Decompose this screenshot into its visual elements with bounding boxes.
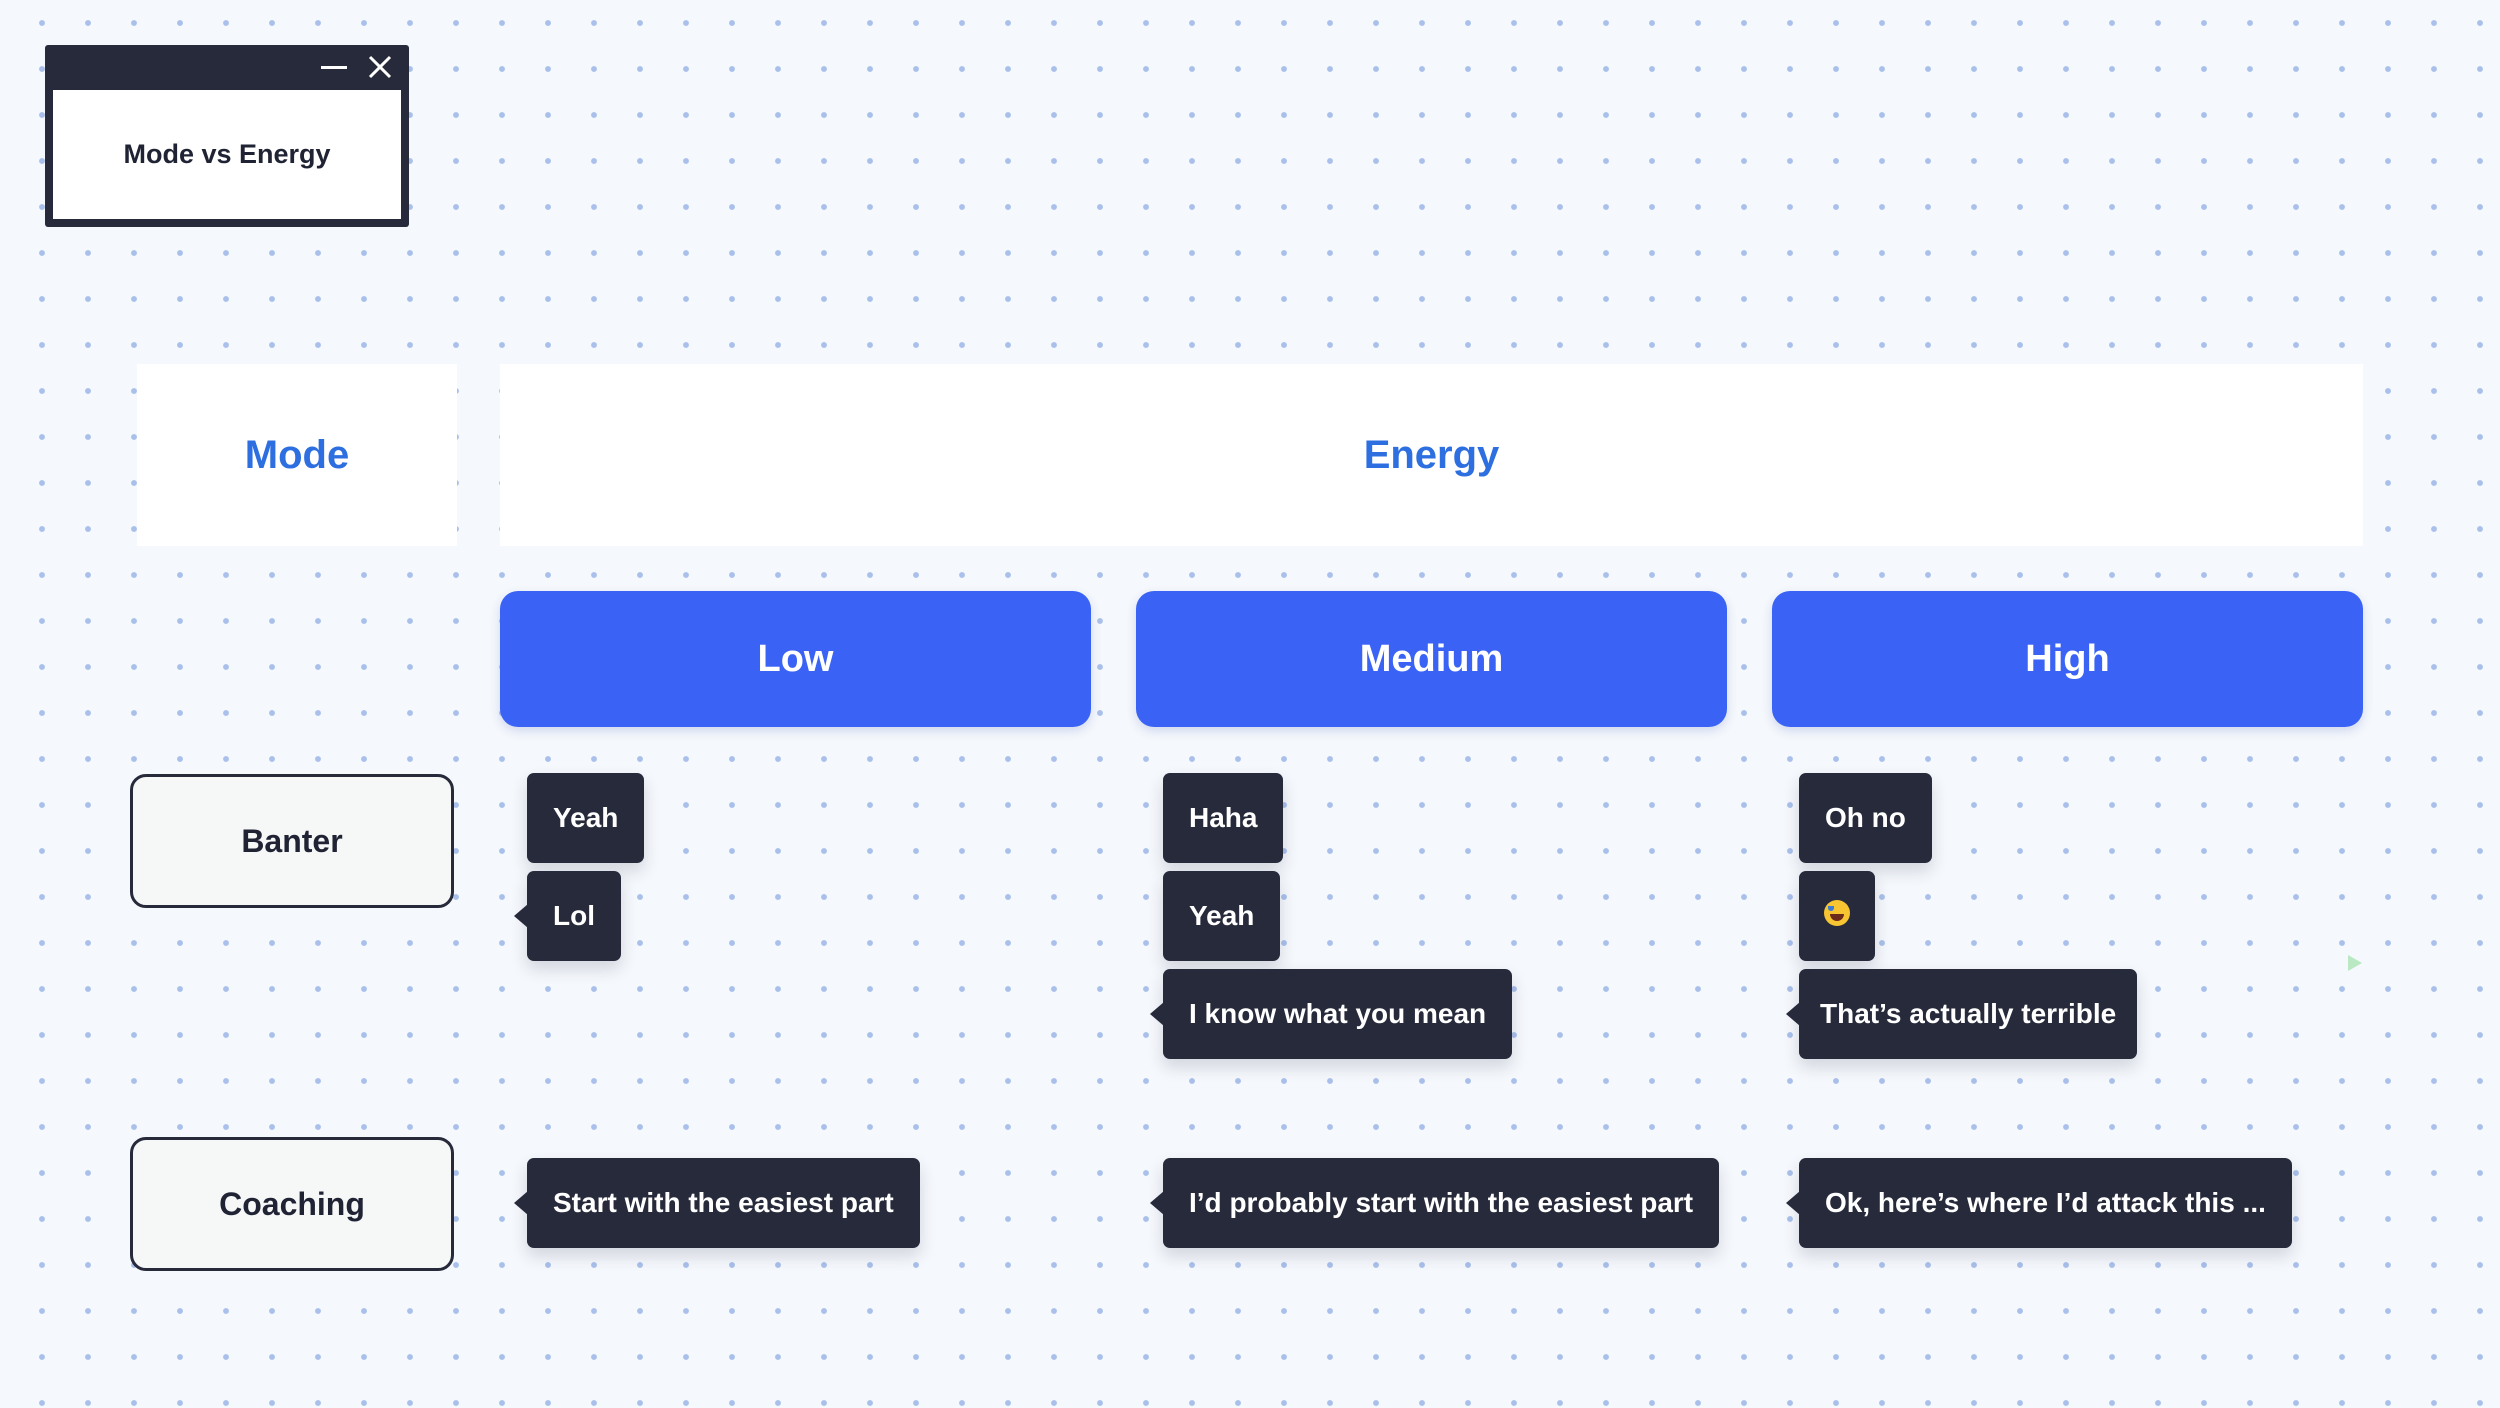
close-icon[interactable] bbox=[367, 54, 393, 80]
window-title: Mode vs Energy bbox=[123, 139, 331, 169]
level-high-header: High bbox=[1772, 591, 2363, 727]
chat-bubble: Lol bbox=[514, 871, 621, 961]
level-low-header: Low bbox=[500, 591, 1091, 727]
chat-bubble: Yeah bbox=[527, 773, 645, 863]
chat-bubble: Yeah bbox=[1163, 871, 1281, 961]
window-titlebar bbox=[45, 45, 409, 89]
chat-bubble: Ok, here’s where I’d attack this ... bbox=[1786, 1158, 2292, 1248]
pointer-icon bbox=[2348, 955, 2362, 971]
mode-coaching-label: Coaching bbox=[130, 1137, 454, 1271]
mini-window: Mode vs Energy bbox=[45, 45, 409, 227]
minimize-icon[interactable] bbox=[321, 66, 347, 69]
chat-bubble: That’s actually terrible bbox=[1785, 969, 2138, 1059]
tears-of-joy-emoji-icon bbox=[1824, 899, 1850, 933]
window-body: Mode vs Energy bbox=[53, 90, 401, 219]
energy-header: Energy bbox=[500, 364, 2363, 546]
mode-header: Mode bbox=[137, 364, 457, 546]
level-medium-header: Medium bbox=[1136, 591, 1727, 727]
mode-banter-label: Banter bbox=[130, 774, 454, 908]
chat-bubble: Start with the easiest part bbox=[514, 1158, 920, 1248]
chat-bubble: Haha bbox=[1163, 773, 1284, 863]
chat-bubble bbox=[1799, 871, 1875, 961]
chat-bubble: I know what you mean bbox=[1149, 969, 1513, 1059]
chat-bubble: I’d probably start with the easiest part bbox=[1149, 1158, 1720, 1248]
chat-bubble: Oh no bbox=[1799, 773, 1932, 863]
